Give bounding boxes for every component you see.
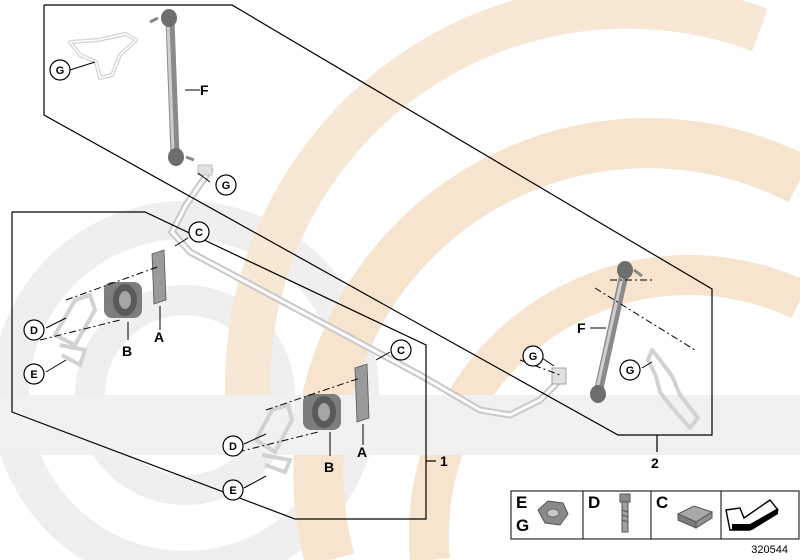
svg-text:G: G (222, 180, 231, 192)
kit-2-frame (43, 4, 713, 436)
legend-label-G: G (516, 516, 529, 535)
label-D-lower: D (222, 435, 244, 457)
svg-text:G: G (529, 351, 538, 363)
label-C-upper: C (188, 221, 210, 243)
hex-nut-icon (537, 500, 569, 526)
bolt-icon (619, 493, 631, 533)
label-E-lower: E (222, 479, 244, 501)
label-F-top: F (200, 82, 209, 98)
svg-text:G: G (56, 65, 65, 77)
bushing-lower (303, 394, 341, 430)
svg-text:D: D (30, 325, 38, 337)
legend-label-C: C (656, 493, 668, 512)
arrow-icon (725, 499, 780, 531)
dashed-leaders (39, 265, 696, 453)
ghost-bracket-right (646, 348, 700, 430)
reference-number: 320544 (751, 544, 788, 556)
link-rod-right (590, 261, 643, 403)
clamp-upper (151, 249, 167, 305)
ghost-nut-top (197, 164, 213, 176)
label-F-right: F (577, 320, 586, 336)
legend-label-D: D (588, 493, 600, 512)
label-G-right-b: G (619, 359, 641, 381)
link-rod-top (149, 9, 195, 166)
svg-text:C: C (397, 345, 405, 357)
ghost-nut-right (551, 367, 567, 385)
label-C-lower: C (390, 339, 412, 361)
hardware-legend: E G D C (510, 490, 800, 540)
svg-text:D: D (229, 441, 237, 453)
svg-text:C: C (195, 227, 203, 239)
label-G-right-a: G (522, 345, 544, 367)
clamp-lower (354, 363, 370, 423)
svg-text:E: E (229, 485, 236, 497)
square-nut-icon (676, 505, 714, 529)
kit-label-2: 2 (651, 455, 659, 471)
ghost-clip-lower (253, 402, 295, 475)
label-D-upper: D (23, 319, 45, 341)
label-A-upper: A (154, 329, 164, 345)
kit-1-frame (11, 211, 427, 520)
svg-text:E: E (30, 369, 37, 381)
label-G-mid: G (215, 174, 237, 196)
solid-leaders (45, 61, 653, 489)
label-B-upper: B (122, 343, 132, 359)
kit-label-1: 1 (440, 453, 448, 469)
svg-text:G: G (626, 365, 635, 377)
label-G-top: G (49, 59, 71, 81)
label-E-upper: E (23, 363, 45, 385)
label-A-lower: A (357, 444, 367, 460)
legend-label-E: E (516, 493, 527, 512)
label-B-lower: B (324, 459, 334, 475)
bushing-upper (104, 282, 142, 318)
ghost-clip-upper (52, 292, 98, 368)
